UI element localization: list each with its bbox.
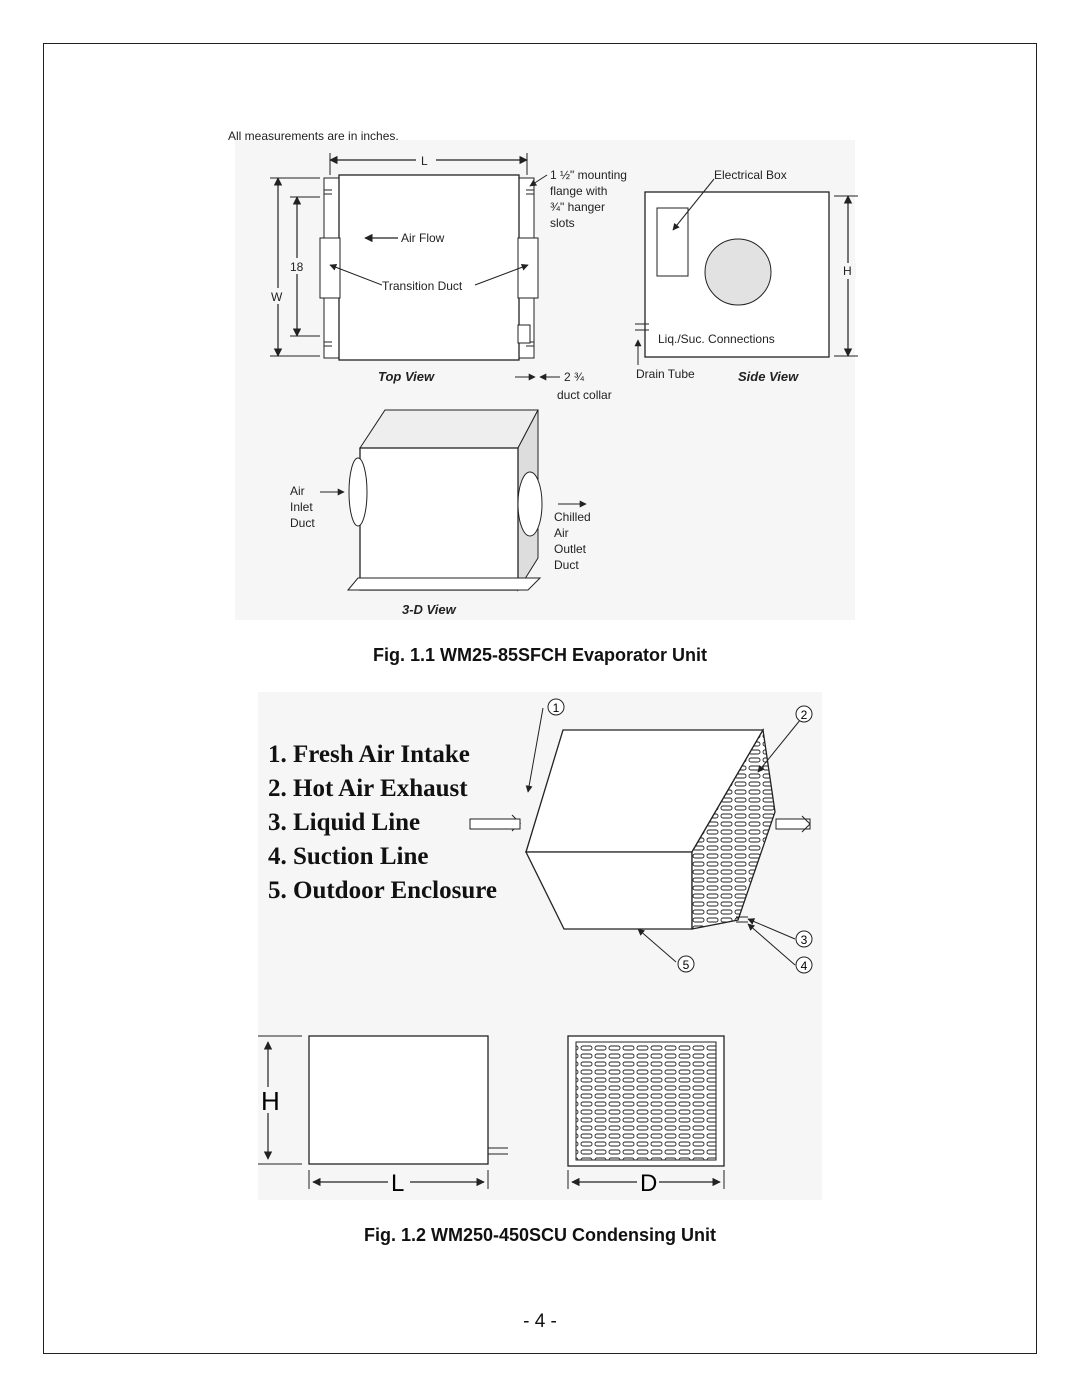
callout-5: 5 <box>683 958 690 972</box>
flange-note-3: ¾" hanger <box>550 200 605 214</box>
chilled-outlet-2: Air <box>554 526 569 540</box>
measurement-note: All measurements are in inches. <box>228 129 399 143</box>
page-border <box>43 43 1037 1354</box>
elevation-dim-D: D <box>640 1170 657 1197</box>
three-d-view: Air Inlet Duct Chilled Air Outlet Duct 3… <box>290 409 591 617</box>
callout-3: 3 <box>801 933 808 947</box>
air-inlet-1: Air <box>290 484 305 498</box>
callout-1: 1 <box>553 701 560 715</box>
duct-collar-label: duct collar <box>557 388 612 402</box>
air-inlet-3: Duct <box>290 516 315 530</box>
chilled-outlet-1: Chilled <box>554 510 591 524</box>
fig2-caption: Fig. 1.2 WM250-450SCU Condensing Unit <box>363 1225 717 1245</box>
top-view: L 18 W Air Flow Transition Duct 1 ½" mou… <box>270 153 627 402</box>
legend-item-5: 5. Outdoor Enclosure <box>268 877 497 904</box>
front-elevation: H L <box>258 1035 508 1197</box>
condensing-unit-diagram: 1. Fresh Air Intake 2. Hot Air Exhaust 3… <box>258 692 822 1200</box>
legend-item-4: 4. Suction Line <box>268 843 428 870</box>
evaporator-diagram: All measurements are in inches. L 18 W A… <box>228 129 858 620</box>
grille-elevation: D <box>567 1035 725 1197</box>
chilled-outlet-3: Outlet <box>554 542 587 556</box>
side-view-label: Side View <box>738 369 799 384</box>
dim-18: 18 <box>290 260 304 274</box>
legend: 1. Fresh Air Intake 2. Hot Air Exhaust 3… <box>268 741 497 904</box>
condensing-unit-3d: 1 2 3 4 5 <box>469 698 813 974</box>
page-number: - 4 - <box>523 1311 557 1332</box>
side-dim-H: H <box>843 264 852 278</box>
connections-label: Liq./Suc. Connections <box>658 332 775 346</box>
callout-4: 4 <box>801 959 808 973</box>
chilled-outlet-4: Duct <box>554 558 579 572</box>
side-view: Electrical Box H Liq./Suc. Connections D… <box>634 168 858 384</box>
flange-note-4: slots <box>550 216 575 230</box>
callout-2: 2 <box>801 708 808 722</box>
flange-note-2: flange with <box>550 184 607 198</box>
top-view-label: Top View <box>378 369 435 384</box>
drain-tube-label: Drain Tube <box>636 367 695 381</box>
duct-collar-dim: 2 ¾ <box>564 370 585 384</box>
three-d-view-label: 3-D View <box>402 602 457 617</box>
electrical-box-label: Electrical Box <box>714 168 787 182</box>
elevation-dim-L: L <box>391 1170 404 1197</box>
transition-duct-label: Transition Duct <box>382 279 463 293</box>
elevation-dim-H: H <box>261 1086 280 1116</box>
legend-item-3: 3. Liquid Line <box>268 809 420 836</box>
flange-note-1: 1 ½" mounting <box>550 168 627 182</box>
legend-item-1: 1. Fresh Air Intake <box>268 741 470 768</box>
fig1-caption: Fig. 1.1 WM25-85SFCH Evaporator Unit <box>372 645 708 665</box>
legend-item-2: 2. Hot Air Exhaust <box>268 775 468 802</box>
dim-W: W <box>271 290 283 304</box>
air-inlet-2: Inlet <box>290 500 313 514</box>
air-flow-label: Air Flow <box>401 231 445 245</box>
dim-L: L <box>421 154 428 168</box>
